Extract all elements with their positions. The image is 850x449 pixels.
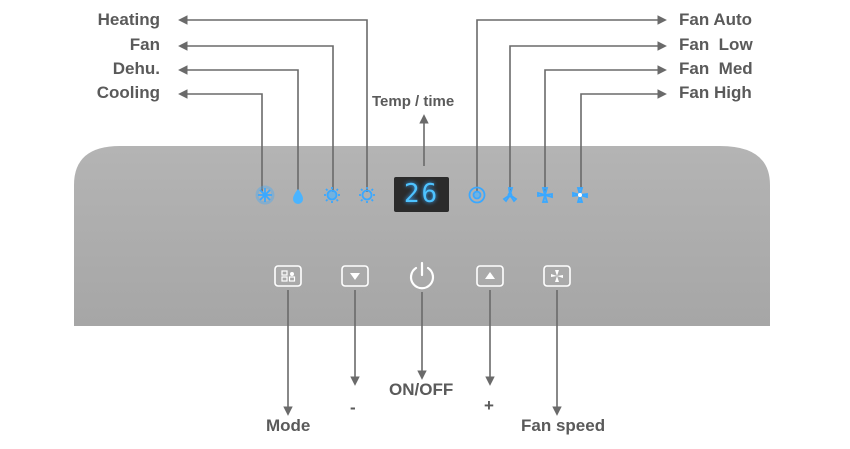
fan-auto-icon bbox=[468, 186, 486, 204]
sun-icon bbox=[359, 187, 375, 203]
snowflake-icon bbox=[255, 185, 275, 205]
power-button[interactable] bbox=[409, 261, 435, 290]
label-fan-med: Fan Med bbox=[679, 59, 753, 78]
button-row bbox=[274, 261, 571, 290]
triangle-down-icon bbox=[350, 273, 360, 280]
label-fan-auto: Fan Auto bbox=[679, 10, 753, 29]
down-button[interactable] bbox=[341, 265, 369, 287]
leader-fan-high bbox=[580, 89, 667, 192]
label-dehu: Dehu. bbox=[112, 59, 160, 78]
label-temp-time: Temp / time bbox=[372, 93, 455, 110]
fan-med-icon bbox=[537, 187, 553, 203]
mode-icon bbox=[281, 270, 288, 276]
leader-dehu bbox=[178, 65, 299, 192]
leader-heating bbox=[178, 15, 368, 192]
leader-fan bbox=[178, 41, 334, 192]
indicator-icons bbox=[255, 185, 588, 205]
label-plus: + bbox=[484, 396, 494, 415]
temperature-display: 26 bbox=[394, 177, 449, 212]
fan-sun-icon bbox=[324, 187, 340, 203]
display-value: 26 bbox=[403, 179, 440, 209]
leader-cooling bbox=[178, 89, 263, 192]
fan-low-icon bbox=[502, 187, 518, 203]
label-fan-speed: Fan speed bbox=[521, 416, 606, 435]
label-minus: - bbox=[350, 398, 356, 417]
mode-button[interactable] bbox=[274, 265, 302, 287]
label-fan-low: Fan Low bbox=[679, 35, 753, 54]
up-button[interactable] bbox=[476, 265, 504, 287]
power-icon bbox=[409, 266, 435, 290]
fan-speed-button[interactable] bbox=[543, 265, 571, 287]
label-heating: Heating bbox=[97, 10, 160, 29]
label-mode: Mode bbox=[266, 416, 311, 435]
water-drop-icon bbox=[293, 189, 303, 204]
leader-fan-low bbox=[509, 41, 667, 192]
label-on-off: ON/OFF bbox=[389, 380, 454, 399]
leader-lines bbox=[178, 15, 667, 416]
leader-fan-auto bbox=[476, 15, 667, 192]
fan-high-icon bbox=[572, 187, 588, 203]
label-fan: Fan bbox=[129, 35, 160, 54]
label-cooling: Cooling bbox=[96, 83, 160, 102]
label-fan-high: Fan High bbox=[679, 83, 752, 102]
leader-fan-med bbox=[544, 65, 667, 192]
fan-icon bbox=[551, 270, 563, 282]
triangle-up-icon bbox=[485, 272, 495, 279]
control-panel bbox=[74, 146, 770, 326]
